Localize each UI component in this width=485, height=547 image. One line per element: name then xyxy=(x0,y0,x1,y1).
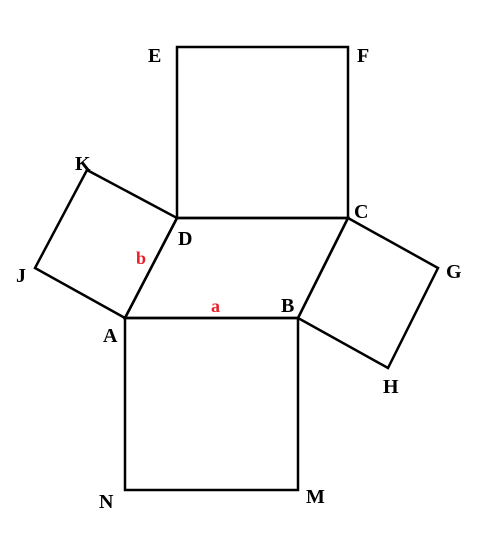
side-label-a: a xyxy=(211,296,220,316)
side-label-b: b xyxy=(136,248,146,268)
vertex-label-E: E xyxy=(148,45,161,67)
square-ABMN xyxy=(123,316,300,492)
vertex-label-B: B xyxy=(281,295,294,317)
vertex-label-D: D xyxy=(178,228,192,250)
square-ADKJ xyxy=(33,168,179,320)
vertex-label-M: M xyxy=(306,486,325,508)
vertex-label-H: H xyxy=(383,376,399,398)
vertex-label-N: N xyxy=(99,491,114,513)
parallelogram-ABCD xyxy=(122,216,351,320)
vertex-label-K: K xyxy=(75,153,91,175)
vertex-label-J: J xyxy=(16,265,26,287)
vertex-label-G: G xyxy=(446,261,462,283)
vertex-label-A: A xyxy=(103,325,118,347)
square-BCGH xyxy=(296,216,440,370)
vertex-label-C: C xyxy=(354,201,368,223)
square-DCFE xyxy=(175,45,350,220)
vertex-label-F: F xyxy=(357,45,369,67)
